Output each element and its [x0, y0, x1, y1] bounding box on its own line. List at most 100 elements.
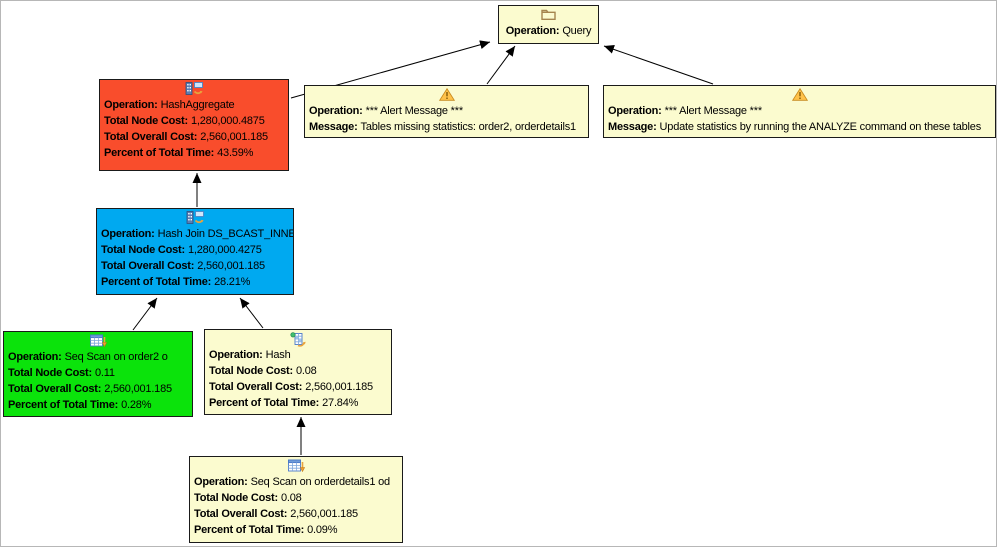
alert-node-missing-stats[interactable]: Operation:*** Alert Message *** Message:… [304, 85, 589, 138]
field-value: 0.08 [295, 365, 317, 377]
node-field: Message:Tables missing statistics: order… [309, 119, 584, 135]
plan-node-hash-join[interactable]: Operation:Hash Join DS_BCAST_INNER Total… [96, 208, 294, 295]
node-icon-row [104, 82, 284, 97]
field-label: Percent of Total Time: [104, 147, 215, 159]
node-field: Percent of Total Time:27.84% [209, 395, 387, 411]
field-label: Total Node Cost: [101, 244, 185, 256]
node-field: Operation:Seq Scan on orderdetails1 od [194, 474, 398, 490]
node-field: Operation:*** Alert Message *** [309, 103, 584, 119]
folder-icon [541, 9, 556, 20]
node-field: Total Node Cost:0.08 [209, 363, 387, 379]
field-value: Hash Join DS_BCAST_INNER [157, 228, 294, 240]
field-value: 0.09% [307, 524, 338, 536]
field-label: Operation: [505, 25, 560, 37]
field-value: 2,560,001.185 [197, 260, 265, 272]
field-label: Operation: [194, 476, 248, 488]
field-label: Total Node Cost: [209, 365, 293, 377]
node-field: Percent of Total Time:43.59% [104, 145, 284, 161]
node-field: Total Node Cost:1,280,000.4875 [104, 113, 284, 129]
field-value: *** Alert Message *** [365, 105, 464, 117]
field-label: Total Overall Cost: [209, 381, 303, 393]
plan-node-hash[interactable]: Operation:Hash Total Node Cost:0.08 Tota… [204, 329, 392, 415]
field-label: Total Node Cost: [104, 115, 188, 127]
field-label: Total Node Cost: [8, 367, 92, 379]
node-icon-row [8, 334, 188, 349]
node-field: Percent of Total Time:0.28% [8, 397, 188, 413]
field-value: Tables missing statistics: order2, order… [360, 121, 577, 133]
node-field: Total Node Cost:0.08 [194, 490, 398, 506]
node-field: Operation:*** Alert Message *** [608, 103, 991, 119]
warning-icon [791, 87, 808, 101]
field-label: Operation: [608, 105, 662, 117]
node-field: Percent of Total Time:28.21% [101, 274, 289, 290]
field-label: Total Overall Cost: [101, 260, 195, 272]
plan-node-query[interactable]: Operation:Query [498, 5, 599, 44]
field-label: Total Overall Cost: [104, 131, 198, 143]
node-field: Total Overall Cost:2,560,001.185 [8, 381, 188, 397]
field-value: 1,280,000.4275 [187, 244, 262, 256]
plan-node-seq-scan-orderdetails1[interactable]: Operation:Seq Scan on orderdetails1 od T… [189, 456, 403, 543]
table-scan-icon [89, 334, 107, 348]
node-icon-row [194, 459, 398, 474]
node-icon-row [608, 87, 991, 103]
field-label: Total Overall Cost: [8, 383, 102, 395]
field-value: 2,560,001.185 [305, 381, 373, 393]
node-field: Total Node Cost:0.11 [8, 365, 188, 381]
node-field: Percent of Total Time:0.09% [194, 522, 398, 538]
node-field: Total Overall Cost:2,560,001.185 [104, 129, 284, 145]
field-value: 0.28% [121, 399, 152, 411]
node-icon-row [101, 211, 289, 226]
node-icon-row [209, 332, 387, 347]
field-label: Percent of Total Time: [8, 399, 119, 411]
field-label: Percent of Total Time: [209, 397, 320, 409]
alert-node-analyze[interactable]: Operation:*** Alert Message *** Message:… [603, 85, 996, 138]
field-label: Percent of Total Time: [101, 276, 212, 288]
edge-hash-hashjoin [239, 297, 264, 329]
field-value: Update statistics by running the ANALYZE… [659, 121, 982, 133]
field-label: Message: [309, 121, 358, 133]
field-value: Query [562, 25, 592, 37]
node-field: Operation:Hash Join DS_BCAST_INNER [101, 226, 293, 242]
field-value: 27.84% [322, 397, 359, 409]
field-value: 2,560,001.185 [104, 383, 172, 395]
node-field: Total Overall Cost:2,560,001.185 [209, 379, 387, 395]
edge-alert1-query [486, 45, 516, 85]
node-field: Total Overall Cost:2,560,001.185 [194, 506, 398, 522]
node-field: Total Node Cost:1,280,000.4275 [101, 242, 289, 258]
field-label: Message: [608, 121, 657, 133]
field-value: 43.59% [217, 147, 254, 159]
field-value: 0.11 [94, 367, 115, 379]
field-value: Seq Scan on orderdetails1 od [250, 476, 391, 488]
aggregate-icon [185, 82, 203, 95]
node-field: Operation:HashAggregate [104, 97, 284, 113]
join-icon [186, 211, 204, 224]
hash-icon [290, 332, 306, 347]
plan-node-seq-scan-order2[interactable]: Operation:Seq Scan on order2 o Total Nod… [3, 331, 193, 417]
field-label: Total Node Cost: [194, 492, 278, 504]
field-label: Operation: [101, 228, 155, 240]
table-scan-icon [287, 459, 305, 473]
field-label: Operation: [209, 349, 263, 361]
field-value: 1,280,000.4875 [190, 115, 265, 127]
edge-alert2-query [603, 45, 714, 85]
field-value: 28.21% [214, 276, 251, 288]
node-icon-row [503, 8, 594, 23]
field-label: Operation: [8, 351, 62, 363]
node-field: Operation:Seq Scan on order2 o [8, 349, 188, 365]
edge-seqscan1-hashjoin [132, 297, 158, 331]
node-icon-row [309, 87, 584, 103]
field-value: 2,560,001.185 [290, 508, 358, 520]
node-field: Operation:Hash [209, 347, 387, 363]
node-field: Total Overall Cost:2,560,001.185 [101, 258, 289, 274]
field-label: Operation: [309, 105, 363, 117]
field-label: Total Overall Cost: [194, 508, 288, 520]
field-value: *** Alert Message *** [664, 105, 763, 117]
field-value: Seq Scan on order2 o [64, 351, 168, 363]
field-value: 2,560,001.185 [200, 131, 268, 143]
plan-node-hash-aggregate[interactable]: Operation:HashAggregate Total Node Cost:… [99, 79, 289, 171]
field-value: HashAggregate [160, 99, 235, 111]
field-label: Operation: [104, 99, 158, 111]
node-field: Message:Update statistics by running the… [608, 119, 991, 135]
warning-icon [438, 87, 455, 101]
